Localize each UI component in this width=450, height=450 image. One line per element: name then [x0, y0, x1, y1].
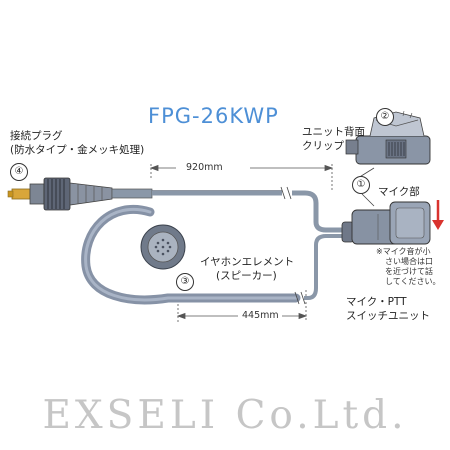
callout-number-4: ④	[10, 163, 28, 181]
dimension-top-label: 920mm	[186, 162, 223, 173]
mic-note-line3: を近づけて話	[385, 267, 433, 276]
ptt-unit	[341, 201, 431, 245]
mic-note-line4: してください。	[385, 277, 441, 286]
clip-label-line1: ユニット背面	[302, 126, 365, 138]
earphone-label-line2: (スピーカー)	[216, 270, 277, 282]
leader-line-1b	[361, 193, 375, 207]
dimension-bottom-label: 445mm	[242, 310, 279, 321]
callout-number-3: ③	[176, 273, 194, 291]
watermark: EXSELI Co.Ltd.	[42, 393, 408, 438]
callout-number-2: ②	[376, 108, 394, 126]
product-title: FPG-26KWP	[148, 104, 279, 128]
dimension-line-bottom	[176, 290, 308, 322]
plug-label-line2: (防水タイプ・金メッキ処理)	[10, 144, 145, 156]
cable-top	[152, 186, 346, 233]
mic-arrow	[432, 200, 444, 230]
callout-number-1: ①	[352, 176, 370, 194]
mic-note-line2: さい場合は口	[385, 257, 433, 266]
earphone-label-line1: イヤホンエレメント	[200, 256, 295, 268]
dimension-line-top	[149, 164, 334, 190]
earphone	[81, 205, 346, 305]
mic-note-line1: ※マイク音が小	[376, 247, 431, 256]
plug-connector	[7, 177, 153, 211]
plug-label-line1: 接続プラグ	[10, 130, 63, 142]
ptt-label-line1: マイク・PTT	[346, 296, 407, 308]
clip-label-line2: クリップ	[302, 140, 344, 152]
ptt-label-line2: スイッチユニット	[346, 310, 430, 322]
mic-label: マイク部	[378, 186, 420, 198]
